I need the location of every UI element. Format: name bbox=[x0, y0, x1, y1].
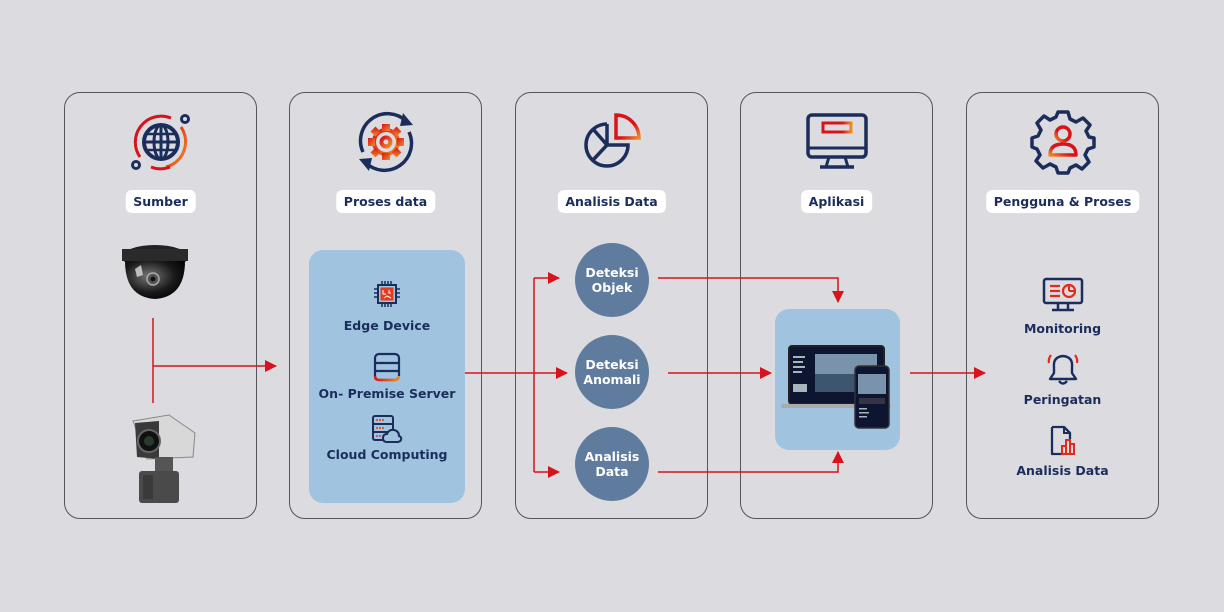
column-label: Analisis Data bbox=[557, 190, 666, 213]
node-line2: Anomali bbox=[583, 372, 641, 387]
bullet-camera-image bbox=[132, 414, 196, 503]
node-line2: Data bbox=[595, 464, 629, 479]
node-line1: Analisis bbox=[584, 449, 640, 464]
gear-cycle-icon bbox=[358, 111, 413, 173]
on-premise-server-label: On- Premise Server bbox=[318, 386, 456, 401]
column-pengguna-proses: Pengguna & Proses Monitoring Peringatan … bbox=[966, 92, 1159, 519]
column-sumber: Sumber bbox=[64, 92, 257, 519]
analisis-data-output-label: Analisis Data bbox=[1016, 463, 1109, 478]
edge-device-label: Edge Device bbox=[343, 318, 431, 333]
column-aplikasi: Aplikasi bbox=[740, 92, 933, 519]
report-chart-icon bbox=[1050, 425, 1075, 456]
user-gear-icon bbox=[1029, 110, 1096, 175]
app-preview-box bbox=[775, 309, 900, 450]
bell-icon bbox=[1047, 354, 1078, 385]
column-label: Proses data bbox=[335, 190, 436, 213]
column-proses-data: Proses data Edge Device On- Premise Serv… bbox=[289, 92, 482, 519]
monitor-dashboard-icon bbox=[1042, 277, 1083, 312]
chip-icon bbox=[374, 281, 400, 307]
cloud-server-icon bbox=[372, 415, 403, 443]
column-label: Sumber bbox=[125, 190, 196, 213]
monitor-icon bbox=[805, 113, 868, 169]
pie-chart-icon bbox=[583, 113, 641, 168]
node-line2: Objek bbox=[591, 280, 633, 295]
column-label: Aplikasi bbox=[800, 190, 873, 213]
processing-options-box: Edge Device On- Premise Server Cloud Com… bbox=[309, 250, 465, 503]
node-line1: Deteksi bbox=[585, 265, 639, 280]
laptop-phone-image bbox=[781, 345, 891, 429]
globe-icon bbox=[130, 114, 190, 171]
peringatan-label: Peringatan bbox=[1023, 392, 1102, 407]
cloud-computing-label: Cloud Computing bbox=[326, 447, 448, 462]
monitoring-label: Monitoring bbox=[1023, 321, 1102, 336]
dome-camera-image bbox=[122, 245, 188, 299]
server-icon bbox=[373, 352, 401, 382]
column-label: Pengguna & Proses bbox=[985, 190, 1140, 213]
node-line1: Deteksi bbox=[585, 357, 639, 372]
